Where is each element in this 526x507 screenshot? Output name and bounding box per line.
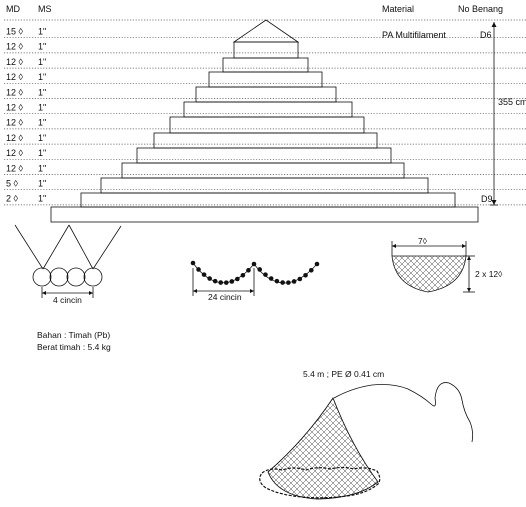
row-ms: 1" bbox=[38, 179, 46, 189]
net-panel-pyramid bbox=[50, 19, 479, 223]
pocket-detail bbox=[391, 241, 475, 293]
row-separators bbox=[4, 19, 526, 206]
chain-bead bbox=[303, 272, 308, 278]
chain-bead bbox=[190, 260, 196, 266]
thread-top: D6 bbox=[480, 30, 492, 40]
chain-detail bbox=[190, 260, 320, 296]
sinker-weight: Berat timah : 5.4 kg bbox=[37, 342, 111, 352]
chain-bead bbox=[229, 279, 235, 284]
row-labels: 15 ◊ 1" 12 ◊ 1" 12 ◊ 1" 12 ◊ 1" 12 ◊ 1" 12 ◊ 1" 12 ◊… bbox=[6, 27, 46, 204]
chain-bead bbox=[280, 280, 285, 285]
rings-label: 4 cincin bbox=[53, 295, 82, 305]
chain-bead bbox=[207, 276, 212, 281]
row-ms: 1" bbox=[38, 57, 46, 67]
net-panel bbox=[153, 132, 378, 149]
net-panel bbox=[183, 101, 353, 118]
row-md: 12 ◊ bbox=[6, 103, 24, 113]
chain-bead bbox=[223, 280, 229, 285]
pocket-width-label: 7◊ bbox=[418, 236, 428, 246]
chain-bead bbox=[257, 267, 263, 272]
sinker-material: Bahan : Timah (Pb) bbox=[37, 330, 110, 340]
row-md: 15 ◊ bbox=[6, 27, 24, 37]
row-ms: 1" bbox=[38, 133, 46, 143]
row-md: 2 ◊ bbox=[6, 194, 19, 204]
height-dimension bbox=[490, 22, 498, 206]
chain-bead bbox=[246, 267, 251, 273]
row-ms: 1" bbox=[38, 163, 46, 173]
ms-header: MS bbox=[38, 4, 52, 14]
height-label: 355 cm bbox=[498, 97, 526, 107]
net-panel bbox=[222, 57, 309, 73]
rope-label: 5.4 m ; PE Ø 0.41 cm bbox=[303, 369, 384, 379]
row-ms: 1" bbox=[38, 27, 46, 37]
row-md: 12 ◊ bbox=[6, 87, 24, 97]
row-md: 12 ◊ bbox=[6, 163, 24, 173]
chain-label: 24 cincin bbox=[208, 292, 242, 302]
chain-bead bbox=[240, 272, 246, 278]
net-panel bbox=[208, 71, 323, 88]
row-ms: 1" bbox=[38, 148, 46, 158]
row-ms: 1" bbox=[38, 103, 46, 113]
net-panel bbox=[121, 162, 405, 179]
rings-detail bbox=[14, 224, 122, 298]
chain-bead bbox=[251, 261, 257, 267]
chain-bead bbox=[201, 272, 207, 277]
net-panel bbox=[50, 206, 479, 223]
pocket-height-label: 2 x 12◊ bbox=[475, 269, 503, 279]
material-header: Material bbox=[382, 4, 414, 14]
chain-bead bbox=[291, 279, 297, 284]
chain-bead bbox=[268, 276, 274, 281]
net-panel bbox=[136, 147, 392, 164]
row-md: 12 ◊ bbox=[6, 133, 24, 143]
row-md: 12 ◊ bbox=[6, 42, 24, 52]
row-md: 5 ◊ bbox=[6, 179, 19, 189]
net-panel bbox=[100, 177, 429, 194]
chain-bead bbox=[314, 261, 320, 267]
thread-header: No Benang bbox=[458, 4, 503, 14]
row-ms: 1" bbox=[38, 42, 46, 52]
chain-bead bbox=[274, 278, 280, 284]
chain-bead bbox=[196, 267, 201, 272]
net-panel bbox=[233, 41, 299, 59]
row-md: 12 ◊ bbox=[6, 148, 24, 158]
row-ms: 1" bbox=[38, 118, 46, 128]
row-md: 12 ◊ bbox=[6, 118, 24, 128]
row-md: 12 ◊ bbox=[6, 57, 24, 67]
row-ms: 1" bbox=[38, 87, 46, 97]
md-header: MD bbox=[6, 4, 20, 14]
net-panel bbox=[195, 86, 337, 103]
chain-bead bbox=[218, 280, 224, 285]
row-md: 12 ◊ bbox=[6, 72, 24, 82]
chain-bead bbox=[286, 280, 291, 285]
chain-bead bbox=[235, 276, 240, 282]
net-top-panel bbox=[232, 19, 300, 43]
net-panel bbox=[169, 116, 365, 134]
material-value: PA Multifilament bbox=[382, 30, 446, 40]
chain-bead bbox=[308, 267, 314, 273]
cast-net-drawing bbox=[259, 382, 474, 500]
row-ms: 1" bbox=[38, 194, 46, 204]
chain-bead bbox=[297, 276, 303, 282]
thread-bottom: D9 bbox=[481, 194, 493, 204]
row-ms: 1" bbox=[38, 72, 46, 82]
chain-bead bbox=[212, 278, 218, 284]
chain-bead bbox=[263, 272, 268, 277]
